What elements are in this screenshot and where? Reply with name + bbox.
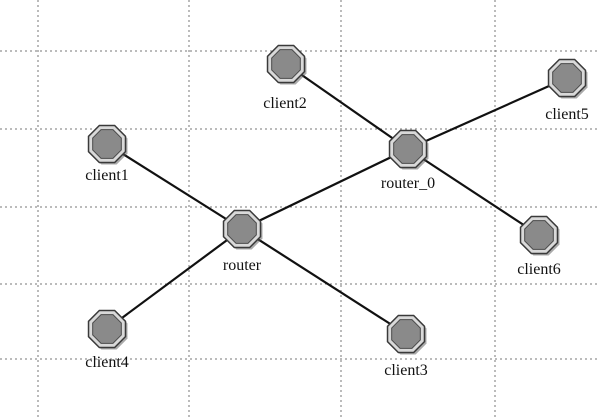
node-octagon-core — [524, 220, 554, 250]
node-label: client3 — [384, 362, 428, 379]
node-client6[interactable]: client6 — [517, 215, 561, 278]
node-client5[interactable]: client5 — [545, 58, 589, 123]
link-client4-router — [106, 228, 243, 330]
node-client3[interactable]: client3 — [384, 314, 428, 379]
node-router[interactable]: router — [222, 209, 263, 274]
node-label: router — [223, 257, 262, 274]
link-client2-router_0 — [285, 63, 409, 150]
node-router_0[interactable]: router_0 — [381, 129, 435, 192]
node-label: client5 — [545, 106, 589, 123]
node-octagon-core — [271, 49, 301, 79]
node-octagon-core — [92, 129, 122, 159]
node-client4[interactable]: client4 — [85, 309, 129, 371]
link-client1-router — [106, 143, 243, 230]
node-client1[interactable]: client1 — [85, 124, 129, 184]
node-label: router_0 — [381, 175, 435, 192]
node-octagon-core — [393, 134, 423, 164]
node-layer: client1 client2 client3 client4 client5 clien… — [85, 44, 589, 379]
node-client2[interactable]: client2 — [263, 44, 307, 112]
node-label: client6 — [517, 261, 561, 278]
link-client6-router_0 — [407, 148, 540, 236]
link-layer — [106, 63, 568, 335]
node-octagon-core — [552, 63, 582, 93]
link-client3-router — [241, 228, 407, 335]
node-label: client2 — [263, 95, 307, 112]
node-octagon-core — [227, 214, 257, 244]
link-router-router_0 — [241, 148, 409, 230]
node-octagon-core — [391, 319, 421, 349]
node-label: client4 — [85, 354, 129, 371]
node-label: client1 — [85, 167, 129, 184]
node-octagon-core — [92, 314, 122, 344]
link-client5-router_0 — [407, 76, 568, 151]
